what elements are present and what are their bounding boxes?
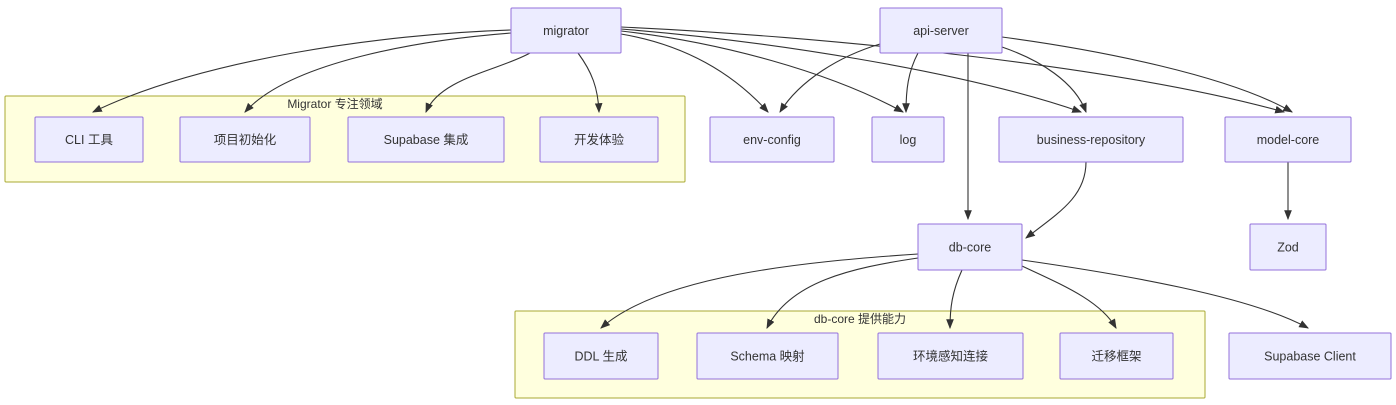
node-project-init[interactable]: 项目初始化: [179, 116, 311, 163]
node-box[interactable]: [871, 116, 945, 163]
node-ddl-generation[interactable]: DDL 生成: [543, 332, 659, 380]
node-label: Schema 映射: [730, 348, 804, 363]
edge-migrator-to-log: [620, 30, 904, 113]
node-label: Supabase 集成: [384, 132, 469, 147]
node-env-config[interactable]: env-config: [709, 116, 835, 163]
node-box[interactable]: [543, 332, 659, 380]
node-label: 环境感知连接: [913, 348, 989, 363]
node-label: business-repository: [1037, 133, 1146, 147]
node-api-server[interactable]: api-server: [879, 7, 1003, 54]
edge-migrator-to-cli-tool: [92, 29, 512, 113]
node-box[interactable]: [709, 116, 835, 163]
node-box[interactable]: [1224, 116, 1352, 163]
edge-migrator-to-project-init: [244, 32, 512, 113]
node-box[interactable]: [879, 7, 1003, 54]
cluster-label: db-core 提供能力: [814, 311, 906, 326]
edge-api-server-to-env-config: [779, 43, 881, 113]
clusters-layer: Migrator 专注领域 db-core 提供能力: [4, 95, 1206, 399]
node-box[interactable]: [877, 332, 1024, 380]
node-label: DDL 生成: [574, 349, 627, 363]
node-box[interactable]: [917, 223, 1023, 271]
edge-migrator-to-dev-experience: [577, 52, 603, 114]
edge-migrator-to-supabase-integration: [425, 52, 531, 114]
node-box[interactable]: [1059, 332, 1174, 380]
node-label: 项目初始化: [214, 133, 277, 147]
edge-api-server-to-model-core: [1001, 36, 1293, 113]
node-box[interactable]: [34, 116, 144, 163]
node-supabase-integration[interactable]: Supabase 集成: [347, 116, 505, 163]
node-business-repository[interactable]: business-repository: [998, 116, 1184, 163]
edges-layer: [92, 26, 1309, 330]
node-log[interactable]: log: [871, 116, 945, 163]
node-cli-tool[interactable]: CLI 工具: [34, 116, 144, 163]
edge-db-core-to-ddl-generation: [600, 253, 919, 329]
cluster-cluster-dbcore: db-core 提供能力: [514, 310, 1206, 399]
node-label: Supabase Client: [1264, 349, 1356, 363]
edge-migrator-to-env-config: [620, 33, 769, 113]
cluster-box: [514, 310, 1206, 399]
edge-migrator-to-business-repository: [620, 28, 1083, 113]
node-box[interactable]: [1249, 223, 1327, 271]
node-migration-framework[interactable]: 迁移框架: [1059, 332, 1174, 380]
edge-db-core-to-supabase-client: [1021, 259, 1309, 329]
node-migrator[interactable]: migrator: [510, 7, 622, 54]
cluster-label: Migrator 专注领域: [287, 96, 382, 111]
cluster-cluster-migrator: Migrator 专注领域: [4, 95, 686, 183]
edge-migrator-to-model-core: [620, 26, 1286, 114]
edge-db-core-to-env-aware-conn: [946, 269, 963, 330]
node-supabase-client[interactable]: Supabase Client: [1228, 332, 1392, 380]
node-label: Zod: [1277, 240, 1299, 254]
node-box[interactable]: [347, 116, 505, 163]
node-label: log: [900, 133, 917, 147]
node-label: env-config: [743, 133, 801, 147]
cluster-box: [4, 95, 686, 183]
edge-api-server-to-log: [902, 52, 919, 114]
node-box[interactable]: [998, 116, 1184, 163]
node-db-core[interactable]: db-core: [917, 223, 1023, 271]
node-env-aware-conn[interactable]: 环境感知连接: [877, 332, 1024, 380]
node-label: CLI 工具: [65, 133, 113, 147]
node-dev-experience[interactable]: 开发体验: [539, 116, 659, 163]
node-label: api-server: [913, 24, 969, 38]
node-model-core[interactable]: model-core: [1224, 116, 1352, 163]
node-box[interactable]: [1228, 332, 1392, 380]
edge-db-core-to-schema-mapping: [766, 257, 919, 329]
node-box[interactable]: [696, 332, 839, 380]
node-label: model-core: [1257, 133, 1320, 147]
node-box[interactable]: [179, 116, 311, 163]
node-label: 迁移框架: [1091, 349, 1141, 363]
node-zod[interactable]: Zod: [1249, 223, 1327, 271]
edge-db-core-to-migration-framework: [1021, 265, 1117, 329]
node-box[interactable]: [510, 7, 622, 54]
node-label: 开发体验: [574, 132, 625, 147]
edge-business-repository-to-db-core: [1025, 161, 1087, 239]
node-label: db-core: [949, 240, 991, 254]
node-label: migrator: [543, 24, 589, 38]
edge-api-server-to-business-repository: [1001, 46, 1087, 114]
node-box[interactable]: [539, 116, 659, 163]
node-schema-mapping[interactable]: Schema 映射: [696, 332, 839, 380]
